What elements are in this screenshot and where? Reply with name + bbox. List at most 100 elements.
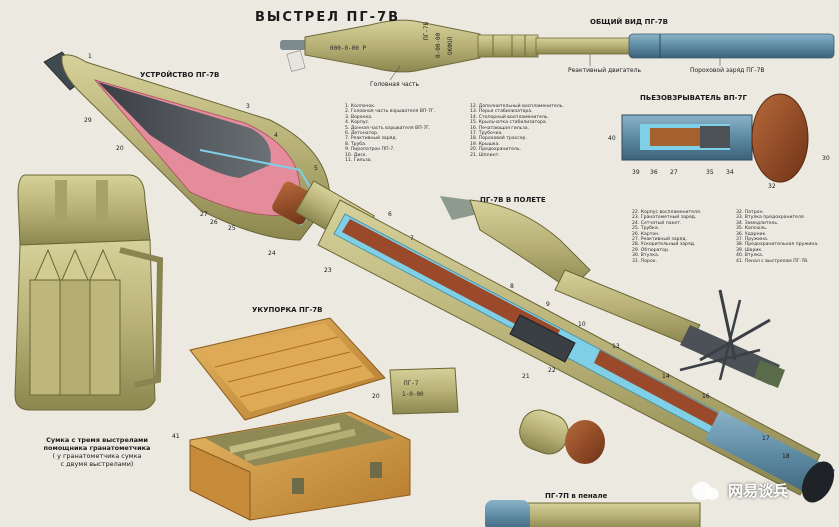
charge-detail [519,409,605,464]
crate-front [189,444,251,521]
part-number: 21 [522,373,530,380]
part-number: 23 [324,267,332,274]
legend-entry: 26. Картон. [632,231,660,237]
in-flight-rocket [440,196,785,388]
warning-tag [286,50,306,72]
blue-tail [705,410,835,500]
container-stencil: 1-0-00 [402,391,424,398]
label-device: УСТРОЙСТВО ПГ-7В [140,71,220,79]
part-number: 6 [388,211,392,218]
legend-entry: 8. Труба. [345,141,367,147]
part-number: 10 [578,321,586,328]
pouch-caption: Сумка с тремя выстрелами помощника грана… [22,436,172,468]
rocket-stencil-line: 0-00-00 [435,32,442,58]
pouch-pocket [59,279,91,396]
part-number: 18 [782,453,790,460]
legend-entry: 31. Порох. [632,258,657,264]
flight-nose [440,196,478,220]
legend-entry: 1. Колпачок. [345,104,376,109]
bottom-tube-body [519,502,701,527]
part-number: 14 [662,373,670,380]
legend-entry: 19. Крышка. [470,141,500,147]
legend-entry: 14. Стопорный воспламенитель. [470,114,549,120]
wooden-crate [189,317,411,521]
legend-entry: 38. Предохранительная пружина. [736,242,819,248]
watermark-logo [692,482,719,500]
fin [718,289,737,361]
rocket-motor-body [535,37,632,55]
pouch-strap [55,180,67,220]
legend-entry: 2. Головная часть взрывателя ВП-7Г. [345,109,436,115]
part-number: 22 [548,367,556,374]
fuze-detail [621,93,809,183]
legend-entry: 22. Корпус воспламенителя. [632,210,702,215]
crate-clasp [292,478,304,494]
legend-entry: 4. Корпус. [345,120,370,126]
part-number: 30 [822,155,830,162]
legend-entry: 9. Пиропатрон ПП-7. [345,147,395,153]
legend-entry: 17. Трубочка. [470,131,503,137]
container-body [389,367,459,415]
legend-entry: 24. Сетчатый пакет. [632,220,682,226]
legend-entry: 39. Шарик. [736,247,763,253]
pouch-pocket [29,279,61,396]
part-number: 16 [702,393,710,400]
stabilizer-block [509,314,576,363]
legend-entry: 40. Втулка. [736,253,764,259]
propellant-sticks [342,219,560,344]
part-number: 39 [632,169,640,176]
fin [699,318,771,362]
part-number: 5 [314,165,318,172]
part-number: 35 [706,169,714,176]
pouch-side-strap [119,247,164,388]
rocket-neck [477,34,539,58]
rocket-nose-probe [280,40,308,50]
rocket-booster-tube [628,33,835,59]
poster-title: ВЫСТРЕЛ ПГ-7В [255,10,401,25]
callout-charge: Пороховой заряд ПГ-7В [690,67,765,74]
label-fuze: ПЬЕЗОВЗРЫВАТЕЛЬ ВП-7Г [640,94,747,102]
legend-entry: 35. Капсюль. [736,226,768,232]
part-number: 13 [612,343,620,350]
legend-entry: 23. Гранатометный заряд. [632,215,697,221]
crate-round [244,428,356,462]
part-number: 27 [670,169,678,176]
legend-entry: 10. Диск. [345,152,368,158]
rocket-stencil-line: ОКФОЛ [447,37,454,55]
pouch-flap [17,174,151,246]
tracer-cap [754,360,785,388]
part-number: 36 [650,169,658,176]
legend-entry: 3. Воронка. [345,114,373,120]
watermark-text: 网易谈兵 [728,482,789,500]
parts-legend-left: 1. Колпачок. 2. Головная часть взрывател… [345,104,435,163]
part-number: 4 [274,132,278,139]
part-number: 26 [210,219,218,226]
part-number: 3 [246,103,250,110]
shaped-charge-liner [98,82,271,178]
part-number: 27 [200,211,208,218]
container-stencil: ПГ-7 [404,380,419,387]
legend-entry: 15. Крыльчатка стабилизатора. [470,120,548,126]
legend-entry: 18. Пороховой трассер. [470,136,527,142]
legend-entry: 21. Шплинт. [470,152,500,158]
lid-board-line [227,351,351,383]
legend-entry: 37. Пружина. [736,237,769,243]
part-number: 17 [762,435,770,442]
fuze-core [650,128,710,146]
label-packing: УКУПОРКА ПГ-7В [252,306,323,314]
fin [679,348,761,372]
part-number: 34 [726,169,734,176]
leader-line [389,65,401,81]
cutaway-rocket [43,51,835,503]
crate-round [229,422,341,454]
fuze-striker [700,126,730,148]
part-number: 29 [84,117,92,124]
caption-line: помощника гранатометчика [43,444,151,452]
packed-container: ПГ-7 1-0-00 [389,367,459,415]
legend-entry: 25. Трубка. [632,226,660,232]
crate-clasp [370,462,382,478]
part-number: 41 [172,433,180,440]
legend-entry: 16. Печатающая гильза. [470,125,530,131]
legend-entry: 34. Замедлитель. [736,220,779,226]
